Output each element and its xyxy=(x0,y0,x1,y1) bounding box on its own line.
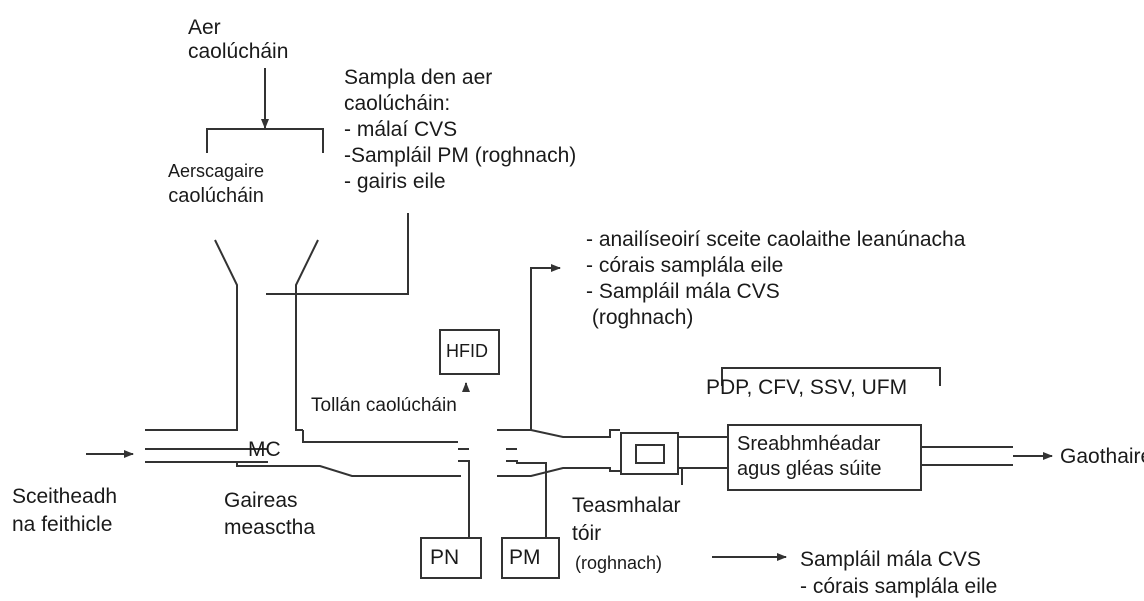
mc-label: MC xyxy=(248,438,281,461)
flowmeter-bracket xyxy=(721,367,941,386)
bag-sampling-label: Sampláil mála CVS - córais samplála eile xyxy=(800,548,998,598)
exhaust-out-label: Gaothaire xyxy=(1060,445,1144,468)
heat-exchanger-optional-label: (roghnach) xyxy=(575,553,663,573)
pm-label: PM xyxy=(509,546,541,569)
heat-exchanger-label: Teasmhalar tóir xyxy=(572,494,681,545)
dilution-air-label: Aer caolúcháin xyxy=(188,16,289,63)
pn-box xyxy=(420,537,482,579)
hfid-box xyxy=(439,329,500,375)
pm-box xyxy=(501,537,560,579)
mixing-device-label: Gaireas measctha xyxy=(224,489,316,539)
tunnel-right-wall xyxy=(295,239,319,431)
sample-dilution-air-text: Sampla den aer caolúcháin: - málaí CVS -… xyxy=(344,66,577,193)
vehicle-exhaust-label: Sceitheadh na feithicle xyxy=(12,485,118,536)
heat-exchanger xyxy=(620,432,679,475)
tunnel-upper-wall xyxy=(302,430,458,443)
air-filter-label: Aerscagaire caolúcháin xyxy=(168,161,265,207)
tunnel-label: Tollán caolúcháin xyxy=(311,395,457,416)
tunnel-left-wall xyxy=(145,239,238,431)
analyzer-sample-line xyxy=(530,264,561,430)
flowmeter-types-label: PDP, CFV, SSV, UFM xyxy=(706,376,908,399)
analyzer-list: - anailíseoirí sceite caolaithe leanúnac… xyxy=(586,228,966,329)
tunnel-lower-wall xyxy=(236,462,461,477)
air-sample-line xyxy=(266,213,409,295)
hfid-label: HFID xyxy=(446,341,488,361)
air-filter-bracket xyxy=(206,128,324,153)
flowmeter-box-label: Sreabhmhéadar agus gléas súite xyxy=(737,433,882,480)
flowmeter-box xyxy=(727,424,922,491)
pn-label: PN xyxy=(430,546,460,569)
